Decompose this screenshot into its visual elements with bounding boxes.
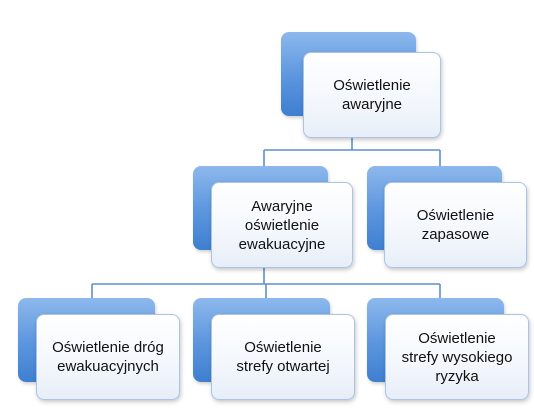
node-label: Oświetlenie strefy wysokiego ryzyka [401, 329, 513, 385]
node-card: Oświetlenie zapasowe [384, 182, 527, 268]
node-label: Awaryjne oświetlenie ewakuacyjne [238, 197, 326, 253]
node-awaryjne-oswietlenie-ewakuacyjne: Awaryjne oświetlenie ewakuacyjne [193, 166, 353, 270]
node-label: Oświetlenie strefy otwartej [236, 339, 330, 375]
node-card: Oświetlenie dróg ewakuacyjnych [36, 314, 180, 400]
connector-evac-to-level3 [91, 268, 441, 298]
node-oswietlenie-strefy-wysokiego-ryzyka: Oświetlenie strefy wysokiego ryzyka [367, 298, 529, 402]
node-oswietlenie-drog-ewakuacyjnych: Oświetlenie dróg ewakuacyjnych [18, 298, 180, 402]
node-oswietlenie-awaryjne: Oświetlenie awaryjne [281, 32, 441, 138]
node-card: Oświetlenie strefy wysokiego ryzyka [385, 314, 529, 400]
node-card: Oświetlenie strefy otwartej [211, 314, 355, 400]
node-oswietlenie-strefy-otwartej: Oświetlenie strefy otwartej [193, 298, 355, 402]
node-label: Oświetlenie dróg ewakuacyjnych [52, 339, 164, 375]
node-card: Oświetlenie awaryjne [303, 52, 441, 138]
node-oswietlenie-zapasowe: Oświetlenie zapasowe [367, 166, 527, 270]
node-card: Awaryjne oświetlenie ewakuacyjne [211, 182, 353, 268]
connector-root-to-level2 [263, 138, 441, 166]
node-label: Oświetlenie zapasowe [416, 207, 495, 243]
node-label: Oświetlenie awaryjne [333, 77, 411, 113]
